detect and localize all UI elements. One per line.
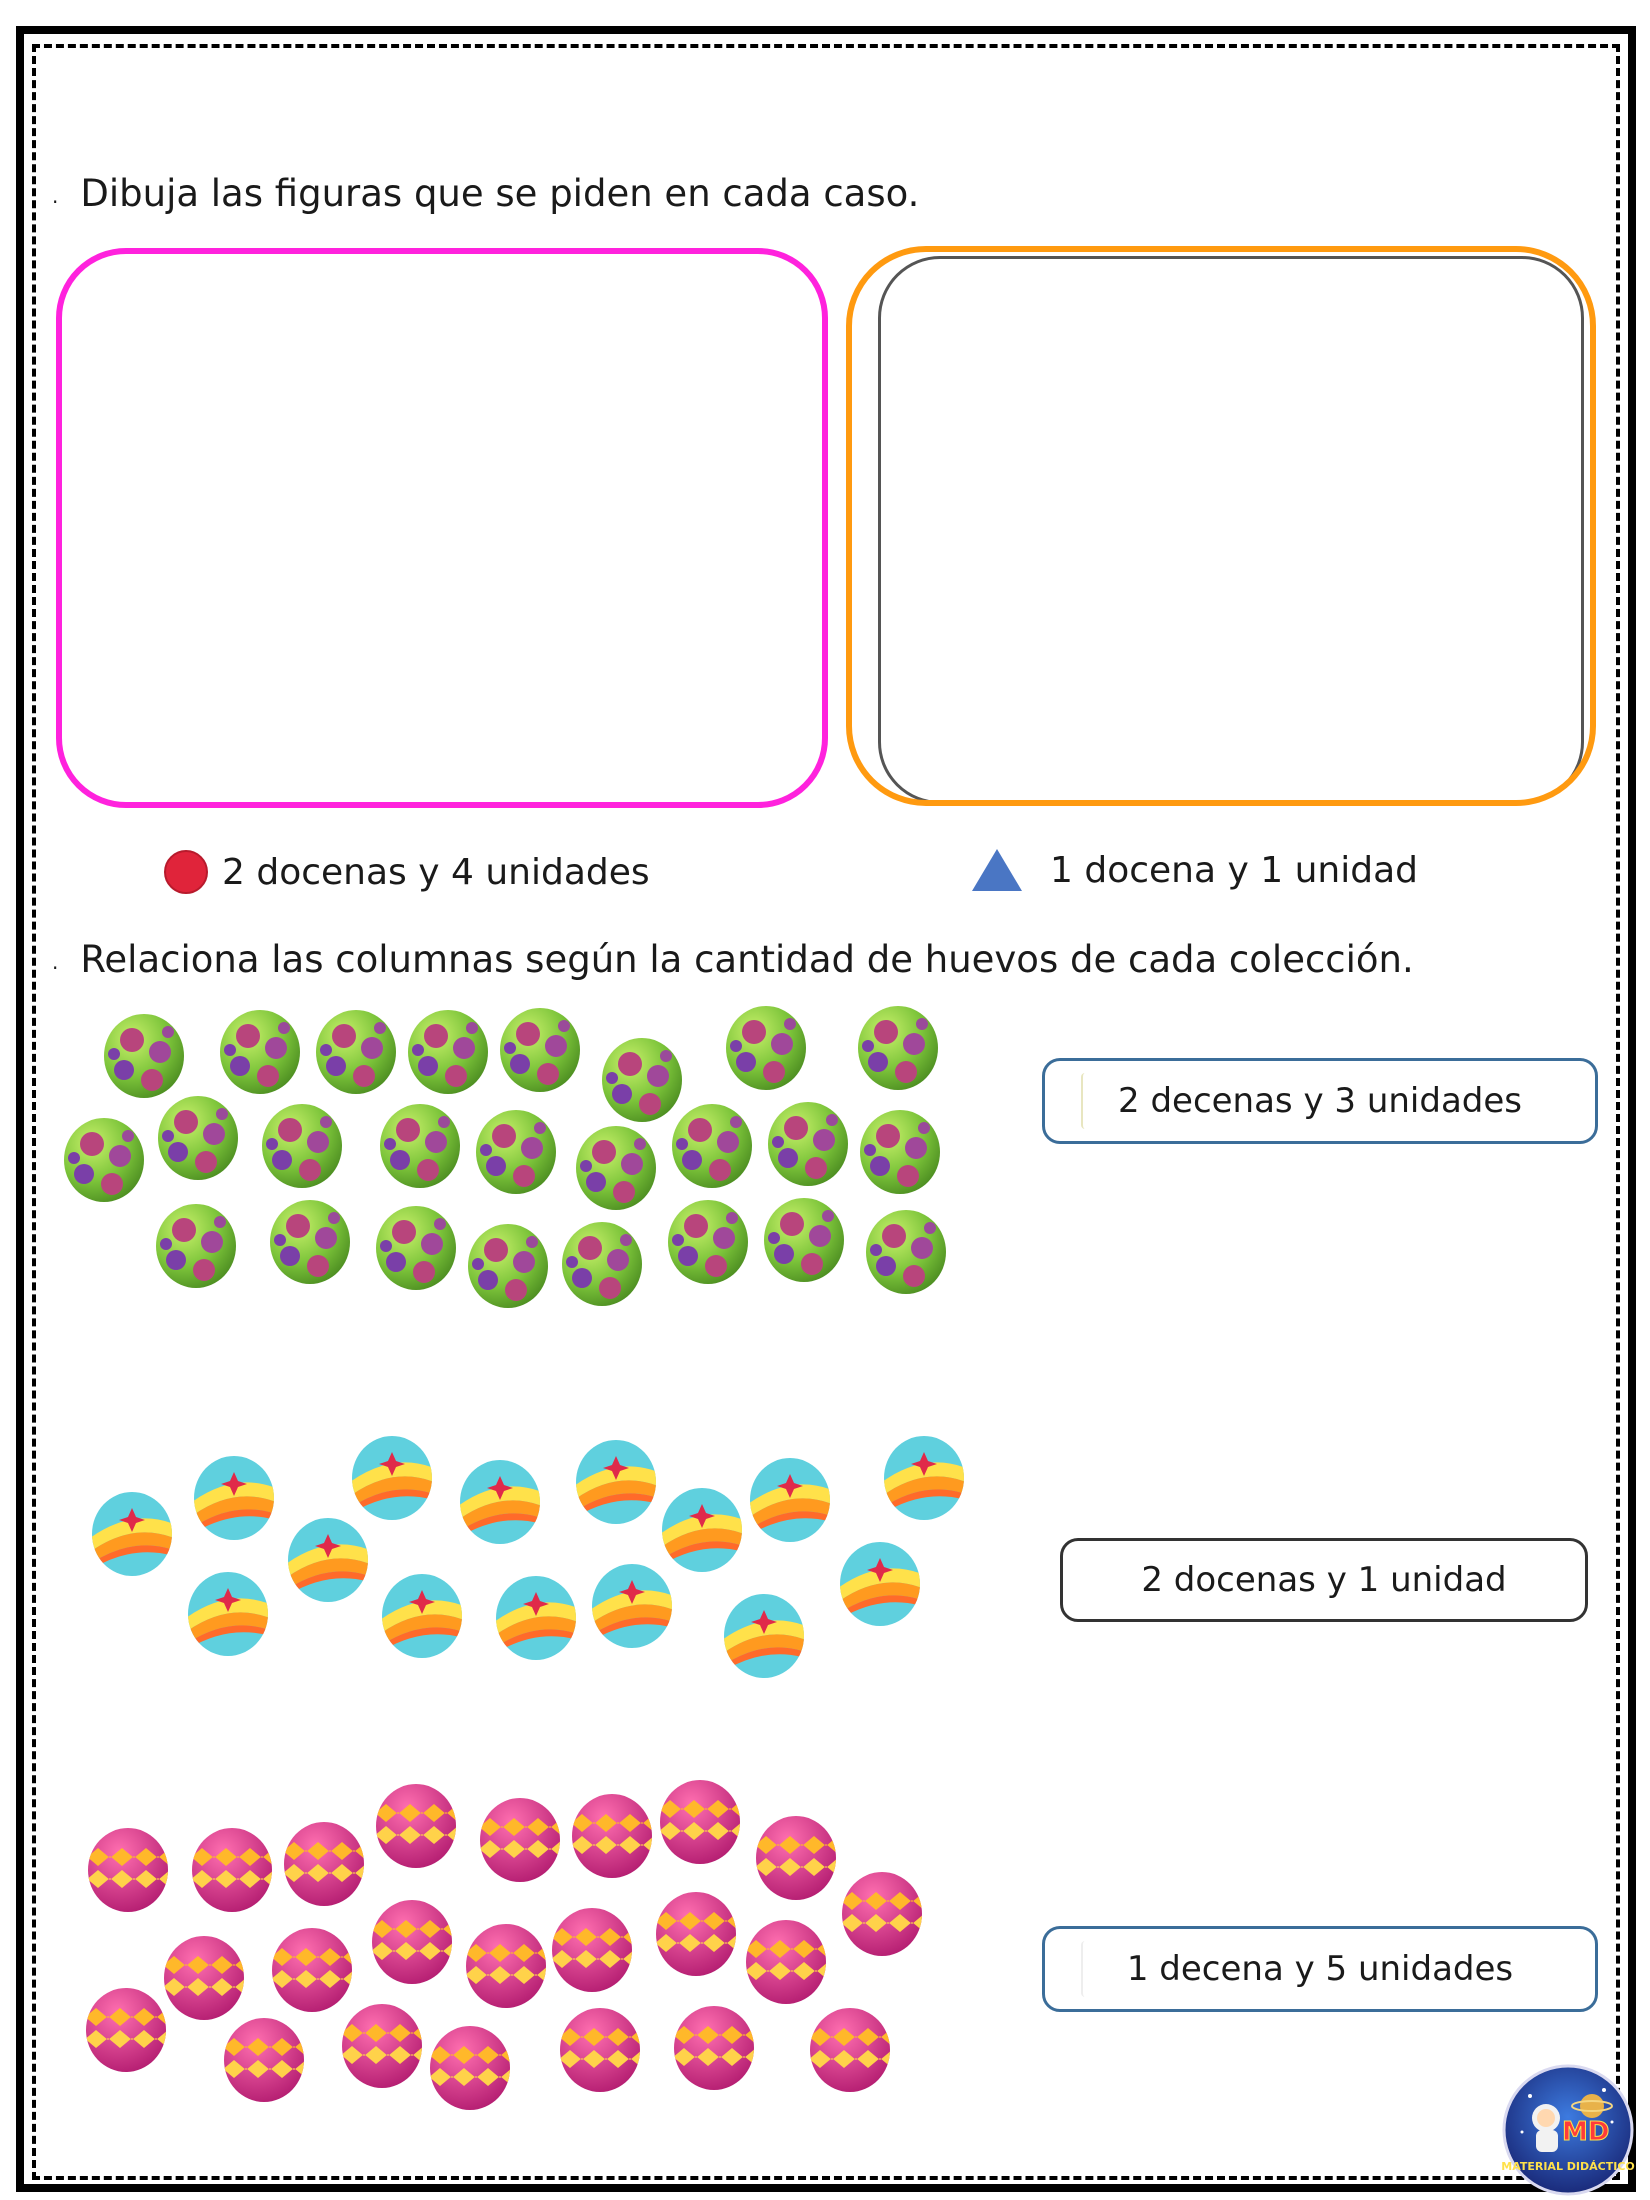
egg-group-green: [64, 1006, 946, 1308]
egg: [262, 1104, 342, 1188]
egg: [574, 1438, 658, 1526]
egg: [858, 1006, 938, 1090]
material-didactico-logo: MD MATERIAL DIDÁCTICO: [1501, 2064, 1635, 2196]
page-border: [16, 26, 1636, 2192]
egg: [764, 1198, 844, 1282]
egg: [86, 1826, 170, 1914]
egg: [860, 1110, 940, 1194]
answer-box-decoration: [1081, 1941, 1089, 1997]
egg: [672, 1104, 752, 1188]
drawing-area-circles[interactable]: [56, 248, 828, 808]
egg: [190, 1826, 274, 1914]
egg: [370, 1898, 454, 1986]
instruction-draw: . Dibuja las figuras que se piden en cada…: [52, 172, 919, 215]
egg: [408, 1010, 488, 1094]
egg: [562, 1222, 642, 1306]
egg: [668, 1200, 748, 1284]
egg: [374, 1782, 458, 1870]
egg: [590, 1562, 674, 1650]
egg: [458, 1458, 542, 1546]
bullet-dot: .: [52, 949, 59, 974]
egg: [162, 1934, 246, 2022]
label-triangles: 1 docena y 1 unidad: [970, 846, 1418, 894]
dashed-border: [32, 44, 1620, 2180]
egg: [570, 1792, 654, 1880]
egg: [380, 1104, 460, 1188]
egg: [270, 1926, 354, 2014]
answer-text-2: 2 docenas y 1 unidad: [1141, 1560, 1507, 1600]
egg: [376, 1206, 456, 1290]
egg-group-blue: [90, 1434, 966, 1680]
instruction-draw-text: Dibuja las figuras que se piden en cada …: [80, 172, 920, 215]
instruction-relate: . Relaciona las columnas según la cantida…: [52, 938, 1414, 981]
egg: [768, 1102, 848, 1186]
egg: [90, 1490, 174, 1578]
egg: [464, 1922, 548, 2010]
egg: [270, 1200, 350, 1284]
egg-group-pink: [84, 1778, 924, 2112]
egg: [840, 1870, 924, 1958]
red-circle-icon: [164, 850, 208, 894]
egg: [286, 1516, 370, 1604]
label-triangles-text: 1 docena y 1 unidad: [1050, 849, 1418, 891]
egg: [104, 1014, 184, 1098]
egg: [350, 1434, 434, 1522]
logo-initials: MD: [1562, 2117, 1609, 2147]
egg: [672, 2004, 756, 2092]
drawing-area-triangles[interactable]: [846, 246, 1596, 806]
egg: [576, 1126, 656, 1210]
egg: [722, 1592, 806, 1680]
egg: [476, 1110, 556, 1194]
answer-box-1[interactable]: 2 decenas y 3 unidades: [1042, 1058, 1598, 1144]
bullet-dot: .: [52, 183, 59, 208]
egg: [882, 1434, 966, 1522]
egg: [550, 1906, 634, 1994]
egg: [282, 1820, 366, 1908]
egg: [220, 1010, 300, 1094]
egg: [316, 1010, 396, 1094]
egg: [654, 1890, 738, 1978]
blue-triangle-icon: [972, 849, 1022, 891]
egg: [754, 1814, 838, 1902]
answer-text-1: 2 decenas y 3 unidades: [1118, 1081, 1522, 1121]
egg: [558, 2006, 642, 2094]
answer-text-3: 1 decena y 5 unidades: [1126, 1949, 1514, 1989]
label-circles-text: 2 docenas y 4 unidades: [222, 851, 650, 893]
egg: [838, 1540, 922, 1628]
egg: [744, 1918, 828, 2006]
egg: [660, 1486, 744, 1574]
egg: [500, 1008, 580, 1092]
egg: [602, 1038, 682, 1122]
egg: [186, 1570, 270, 1658]
egg: [340, 2002, 424, 2090]
egg: [156, 1204, 236, 1288]
answer-box-3[interactable]: 1 decena y 5 unidades: [1042, 1926, 1598, 2012]
label-circles: 2 docenas y 4 unidades: [162, 848, 650, 896]
egg: [478, 1796, 562, 1884]
logo-text: MATERIAL DIDÁCTICO: [1501, 2160, 1635, 2173]
egg: [726, 1006, 806, 1090]
egg: [84, 1986, 168, 2074]
instruction-relate-text: Relaciona las columnas según la cantidad…: [80, 938, 1414, 981]
egg: [222, 2016, 306, 2104]
egg: [428, 2024, 512, 2112]
answer-box-decoration: [1081, 1073, 1089, 1129]
egg: [468, 1224, 548, 1308]
egg: [808, 2006, 892, 2094]
egg: [494, 1574, 578, 1662]
egg: [866, 1210, 946, 1294]
answer-box-2[interactable]: 2 docenas y 1 unidad: [1060, 1538, 1588, 1622]
egg: [380, 1572, 464, 1660]
egg: [158, 1096, 238, 1180]
egg: [64, 1118, 144, 1202]
egg: [748, 1456, 832, 1544]
egg: [658, 1778, 742, 1866]
egg: [192, 1454, 276, 1542]
